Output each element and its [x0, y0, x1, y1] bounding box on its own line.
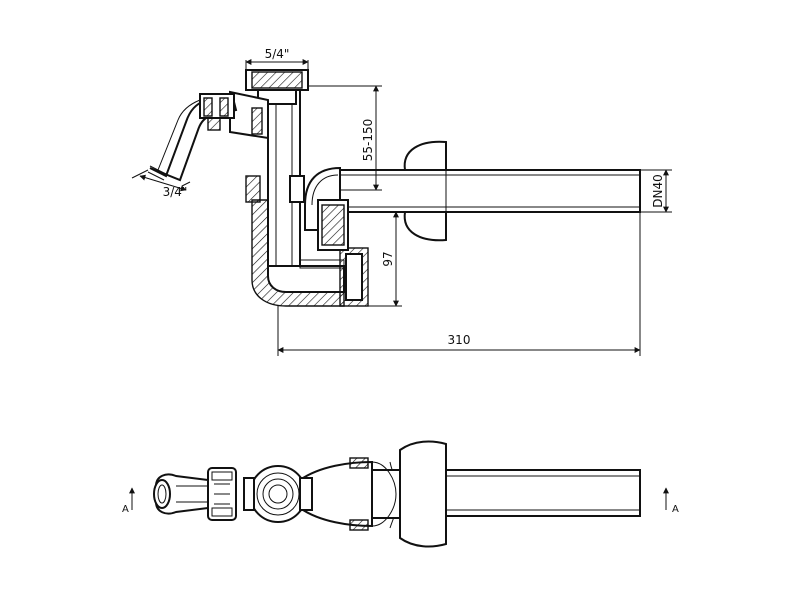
- top-hose-connector: [153, 473, 209, 515]
- top-view: A A: [122, 440, 679, 548]
- dim-overall-length: 310: [277, 212, 641, 356]
- top-outlet-pipe: [439, 469, 641, 517]
- side-view: 5/4" 3/4" 55-150 DN40 97: [131, 47, 672, 356]
- dim-height-range: 55-150: [308, 85, 382, 191]
- top-standpipe: [243, 465, 313, 523]
- top-union-nut: [207, 467, 237, 521]
- top-body: [299, 457, 401, 531]
- branch-tee: [229, 90, 269, 140]
- dim-pipe-diameter: DN40: [640, 169, 672, 213]
- dim-hose-fitting: 3/4": [131, 169, 191, 199]
- standpipe-coupling: [245, 175, 305, 203]
- dim-label-trap-height: 97: [381, 251, 395, 266]
- dim-label-top-fitting: 5/4": [265, 47, 290, 61]
- outlet-pipe: [329, 169, 641, 213]
- section-label-right: A: [672, 504, 679, 515]
- hose-connector: [147, 92, 238, 182]
- section-marker-left: A: [122, 487, 135, 515]
- dim-label-overall-length: 310: [448, 333, 471, 347]
- dim-label-pipe-diameter: DN40: [651, 174, 665, 208]
- dim-label-height-range: 55-150: [361, 119, 375, 162]
- dim-label-hose-fitting: 3/4": [163, 185, 188, 199]
- trap-body: [317, 199, 369, 307]
- dim-top-fitting: 5/4": [245, 47, 309, 70]
- section-label-left: A: [122, 504, 129, 515]
- dim-trap-height: 97: [368, 211, 402, 307]
- section-marker-right: A: [663, 487, 679, 515]
- wall-rosette: [403, 140, 447, 242]
